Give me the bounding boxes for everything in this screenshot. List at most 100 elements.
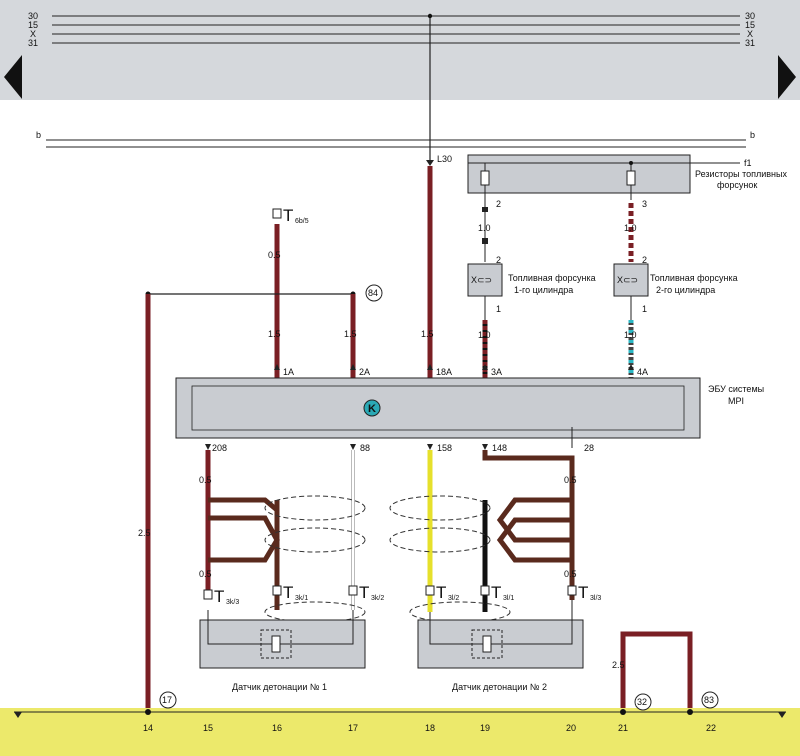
bus-label-15-left: 15 [28, 20, 38, 30]
connector-t3l1-icon [480, 585, 490, 596]
injector1-pin-2: 2 [496, 255, 501, 265]
wire-size-inj2-bottom: 1.0 [624, 330, 637, 340]
f1-label: f1 [744, 158, 752, 168]
connector-t3k3-icon [203, 589, 213, 600]
knock-sensor-1-icon [271, 635, 281, 653]
wire-size-inj1-bottom: 1.0 [478, 330, 491, 340]
scroll-left-arrow-icon[interactable] [4, 55, 22, 99]
footer-track-bar [0, 708, 800, 756]
injector1-pin-1: 1 [496, 304, 501, 314]
ecu-badge [363, 399, 381, 417]
bus-label-31-right: 31 [745, 38, 755, 48]
injector1-label-2: 1-го цилиндра [514, 285, 573, 295]
wire-size-ground: 2.5 [612, 660, 625, 670]
track-numbers: 14 15 16 17 18 19 20 21 22 [143, 723, 716, 733]
bus-label-15-right: 15 [745, 20, 755, 30]
connector-t3k2-icon [348, 585, 358, 596]
track-19: 19 [480, 723, 490, 733]
bus-label-31-left: 31 [28, 38, 38, 48]
injector-2-icon: X⊂⊃ [617, 275, 638, 285]
injector-2-box [613, 263, 649, 297]
injector2-label-2: 2-го цилиндра [656, 285, 715, 295]
ground-83-badge [701, 691, 719, 709]
wire-size-inj2-top: 1.0 [624, 223, 637, 233]
pin-18a: 18A [436, 367, 452, 377]
pin-158: 158 [437, 443, 452, 453]
resistor-pin-3: 3 [642, 199, 647, 209]
ground-32-badge [634, 693, 652, 711]
injector1-label-1: Топливная форсунка [508, 273, 596, 283]
connector-t3k1-sub: 3k/1 [295, 595, 308, 602]
connector-t3k2-main: T [359, 583, 369, 602]
sensor2-label: Датчик детонации № 2 [452, 682, 547, 692]
connector-t3l2-icon [425, 585, 435, 596]
pin-148: 148 [492, 443, 507, 453]
connector-t3l3-icon [567, 585, 577, 596]
wire-size-t3l3: 0.5 [564, 569, 577, 579]
connector-t3l2-sub: 3l/2 [448, 595, 459, 602]
pin-2a: 2A [359, 367, 370, 377]
connector-t3k1-main: T [283, 583, 293, 602]
resistor-box [467, 154, 691, 194]
track-15: 15 [203, 723, 213, 733]
sensor1-label: Датчик детонации № 1 [232, 682, 327, 692]
ecu-label-2: MPI [728, 396, 744, 406]
ground-32-label: 32 [637, 697, 647, 707]
resistor-pin-2: 2 [496, 199, 501, 209]
ground-84-badge [365, 284, 383, 302]
connector-t3l1-sub: 3l/1 [503, 595, 514, 602]
ecu-label-1: ЭБУ системы [708, 384, 764, 394]
bus-label-30-left: 30 [28, 11, 38, 21]
pin-88: 88 [360, 443, 370, 453]
pin-28: 28 [584, 443, 594, 453]
resistor-2-icon [626, 170, 636, 186]
bus-label-x-right: X [747, 29, 753, 39]
track-21: 21 [618, 723, 628, 733]
connector-t3k2-sub: 3k/2 [371, 595, 384, 602]
injector2-pin-2: 2 [642, 255, 647, 265]
wire-size-28: 0.5 [564, 475, 577, 485]
bus-label-30-right: 30 [745, 11, 755, 21]
ground-83-label: 83 [704, 695, 714, 705]
injector-1-icon: X⊂⊃ [471, 275, 492, 285]
ecu-top-pins: 1A 2A 18A 3A 4A [274, 364, 648, 377]
resistor-1-icon [480, 170, 490, 186]
bus-lines: 30 15 X 31 30 15 X 31 [28, 11, 755, 48]
connector-t3l1-main: T [491, 583, 501, 602]
pin-1a: 1A [283, 367, 294, 377]
wire-size-inj1-top: 1.0 [478, 223, 491, 233]
knock-sensor-2-icon [482, 635, 492, 653]
pin-208: 208 [212, 443, 227, 453]
wire-size-2a: 1.5 [344, 329, 357, 339]
l30-label: L30 [437, 154, 452, 164]
wire-size-track14: 2.5 [138, 528, 151, 538]
ground-84-label: 84 [368, 288, 378, 298]
bus-panel [0, 0, 800, 100]
connector-t3l2-main: T [436, 583, 446, 602]
pin-4a: 4A [637, 367, 648, 377]
injector2-label-1: Топливная форсунка [650, 273, 738, 283]
wire-size-18a: 1.5 [421, 329, 434, 339]
ecu-bottom-pins: 208 88 158 148 28 [205, 443, 594, 453]
connector-t3l3-sub: 3l/3 [590, 595, 601, 602]
bus-b-label-left: b [36, 130, 41, 140]
injector2-pin-1: 1 [642, 304, 647, 314]
resistors-label-2: форсунок [717, 180, 757, 190]
scroll-right-arrow-icon[interactable] [778, 55, 796, 99]
wire-size-1a-top: 0.5 [268, 250, 281, 260]
resistors-label-1: Резисторы топливных [695, 169, 787, 179]
track-22: 22 [706, 723, 716, 733]
connector-t6b5-sub: 6b/5 [295, 218, 309, 225]
pin-3a: 3A [491, 367, 502, 377]
connector-t6b5-icon [272, 208, 282, 219]
connector-t3k3-main: T [214, 587, 224, 606]
ecu-badge-label: K [368, 403, 376, 415]
wire-size-1a: 1.5 [268, 329, 281, 339]
connector-t3l3-main: T [578, 583, 588, 602]
track-18: 18 [425, 723, 435, 733]
ground-17-badge [159, 691, 177, 709]
wire-size-208: 0.5 [199, 475, 212, 485]
track-17: 17 [348, 723, 358, 733]
